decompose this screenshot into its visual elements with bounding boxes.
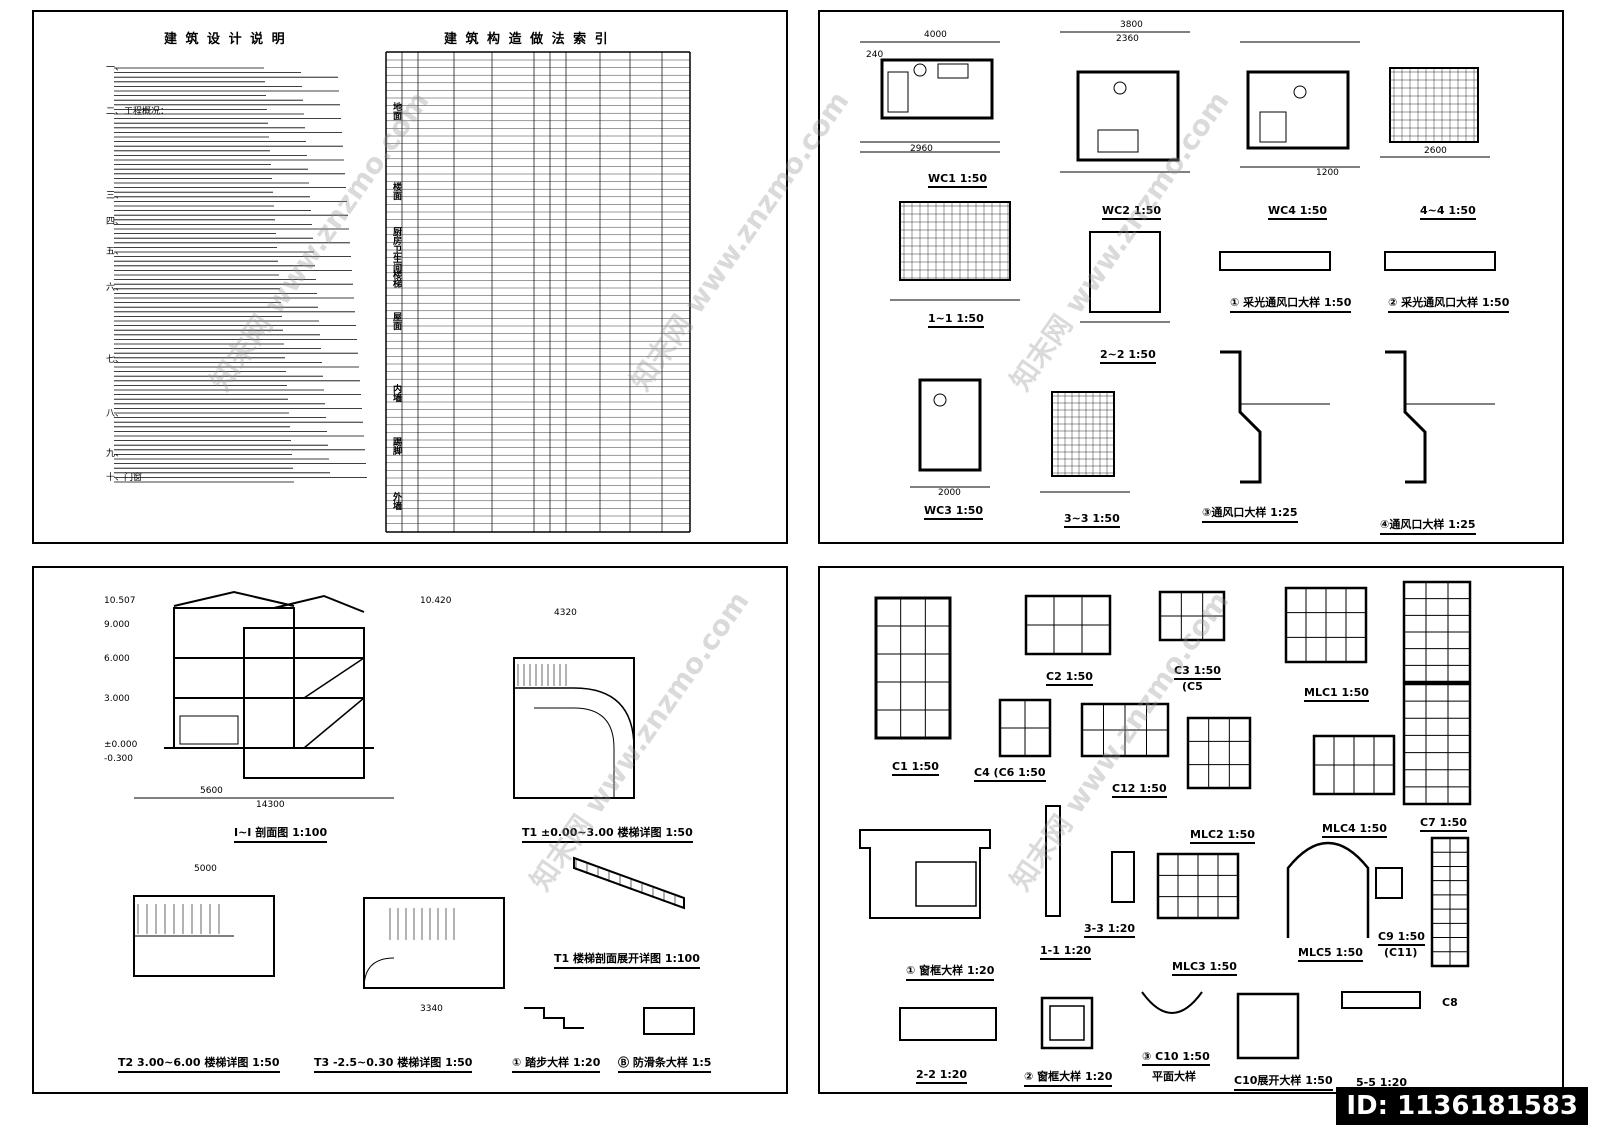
title-2-2: 2~2 1:50: [1100, 348, 1156, 364]
title-section-i: I~I 剖面图 1:100: [234, 824, 328, 843]
title-mlc4: MLC4 1:50: [1322, 822, 1387, 838]
note-heading-9: 九、: [106, 449, 125, 459]
sheet-design-notes: 建 筑 设 计 说 明 建 筑 构 造 做 法 索 引 一、 二、工程概况： 三…: [32, 10, 788, 544]
section-drawing: [133, 590, 695, 1035]
title-mlc1: MLC1 1:50: [1304, 686, 1369, 702]
dim-3340: 3340: [420, 1004, 443, 1014]
title-t2: T2 3.00~6.00 楼梯详图 1:50: [118, 1054, 280, 1073]
level-10420: 10.420: [420, 596, 452, 606]
index-group-2: 楼面: [391, 182, 401, 200]
dim-2360: 2360: [1116, 34, 1139, 44]
note-heading-7: 七、: [106, 355, 125, 365]
title-mlc2: MLC2 1:50: [1190, 828, 1255, 844]
index-title: 建 筑 构 造 做 法 索 引: [444, 32, 610, 47]
index-group-5: 屋面: [391, 312, 401, 330]
title-t3: T3 -2.5~0.30 楼梯详图 1:50: [314, 1054, 473, 1073]
title-c12: C12 1:50: [1112, 782, 1167, 798]
note-heading-6: 六、: [106, 283, 125, 293]
index-group-3: 厨房卫生间: [391, 227, 401, 272]
dim-14300: 14300: [256, 800, 285, 810]
title-1-1: 1~1 1:50: [928, 312, 984, 328]
note-heading-8: 八、: [106, 409, 125, 419]
dim-2000: 2000: [938, 488, 961, 498]
title-3-3b: 3-3 1:20: [1084, 922, 1136, 938]
title-c8: C8: [1442, 996, 1458, 1009]
note-heading-1: 一、: [106, 63, 125, 73]
notes-title: 建 筑 设 计 说 明: [164, 32, 287, 47]
title-vent4: ④通风口大样 1:25: [1380, 516, 1476, 535]
index-group-8: 外墙: [391, 492, 401, 510]
level-m0300: -0.300: [104, 754, 134, 764]
note-heading-5: 五、: [106, 247, 125, 257]
wc-drawing: [860, 31, 1496, 493]
level-6000: 6.000: [104, 654, 130, 664]
title-1-1b: 1-1 1:20: [1040, 944, 1092, 960]
title-antislip: Ⓑ 防滑条大样 1:5: [618, 1054, 712, 1073]
title-mlc5: MLC5 1:50: [1298, 946, 1363, 962]
title-wc2: WC2 1:50: [1102, 204, 1162, 220]
dim-1200: 1200: [1316, 168, 1339, 178]
title-wc3: WC3 1:50: [924, 504, 984, 520]
title-step: ① 踏步大样 1:20: [512, 1054, 601, 1073]
dim-2960: 2960: [910, 144, 933, 154]
note-heading-3: 三、: [106, 191, 125, 201]
level-9000: 9.000: [104, 620, 130, 630]
title-frame2: ② 窗框大样 1:20: [1024, 1068, 1113, 1087]
title-c10-plan: 平面大样: [1152, 1070, 1196, 1083]
dim-4320: 4320: [554, 608, 577, 618]
note-heading-10: 十、门窗: [106, 473, 143, 483]
sheet-section-stairs: I~I 剖面图 1:100 T1 ±0.00~3.00 楼梯详图 1:50 T1…: [32, 566, 788, 1094]
index-group-7: 踢脚: [391, 437, 401, 455]
title-c1: C1 1:50: [892, 760, 939, 776]
title-c7: C7 1:50: [1420, 816, 1467, 832]
title-c10-unfold: C10展开大样 1:50: [1234, 1072, 1333, 1091]
title-wc1: WC1 1:50: [928, 172, 988, 188]
sheet-windows: C1 1:50 C2 1:50 C3 1:50 (C5 MLC1 1:50 C4…: [818, 566, 1564, 1094]
dim-3800: 3800: [1120, 20, 1143, 30]
level-0000: ±0.000: [104, 740, 138, 750]
notes-drawing: [114, 51, 691, 533]
title-3-3: 3~3 1:50: [1064, 512, 1120, 528]
title-vent3: ③通风口大样 1:25: [1202, 504, 1298, 523]
title-c5: (C5: [1182, 680, 1203, 693]
note-heading-2: 二、工程概况：: [106, 107, 170, 117]
dim-4000: 4000: [924, 30, 947, 40]
title-t1: T1 ±0.00~3.00 楼梯详图 1:50: [522, 824, 693, 843]
title-2-2b: 2-2 1:20: [916, 1068, 968, 1084]
title-vent1: ① 采光通风口大样 1:50: [1230, 294, 1352, 313]
title-t1-section: T1 楼梯剖面展开详图 1:100: [554, 950, 700, 969]
title-vent2: ② 采光通风口大样 1:50: [1388, 294, 1510, 313]
index-group-6: 内墙: [391, 384, 401, 402]
title-wc4: WC4 1:50: [1268, 204, 1328, 220]
title-c9: C9 1:50: [1378, 930, 1425, 946]
title-frame1: ① 窗框大样 1:20: [906, 962, 995, 981]
note-heading-4: 四、: [106, 217, 125, 227]
dim-2600: 2600: [1424, 146, 1447, 156]
sheet-wc-details: WC1 1:50 WC2 1:50 WC4 1:50 4~4 1:50 1~1 …: [818, 10, 1564, 544]
index-group-4: 楼梯: [391, 270, 401, 288]
title-mlc3: MLC3 1:50: [1172, 960, 1237, 976]
dim-5600: 5600: [200, 786, 223, 796]
title-4-4: 4~4 1:50: [1420, 204, 1476, 220]
level-10507: 10.507: [104, 596, 136, 606]
title-c11: (C11): [1384, 946, 1418, 959]
title-c10: ③ C10 1:50: [1142, 1050, 1210, 1066]
dim-240: 240: [866, 50, 884, 60]
title-c3: C3 1:50: [1174, 664, 1221, 680]
windows-drawing: [859, 580, 1472, 1060]
dim-5000: 5000: [194, 864, 217, 874]
id-badge: ID: 1136181583: [1336, 1087, 1588, 1125]
level-3000: 3.000: [104, 694, 130, 704]
title-c4: C4 (C6 1:50: [974, 766, 1046, 782]
title-c2: C2 1:50: [1046, 670, 1093, 686]
index-group-1: 地面: [391, 102, 401, 120]
